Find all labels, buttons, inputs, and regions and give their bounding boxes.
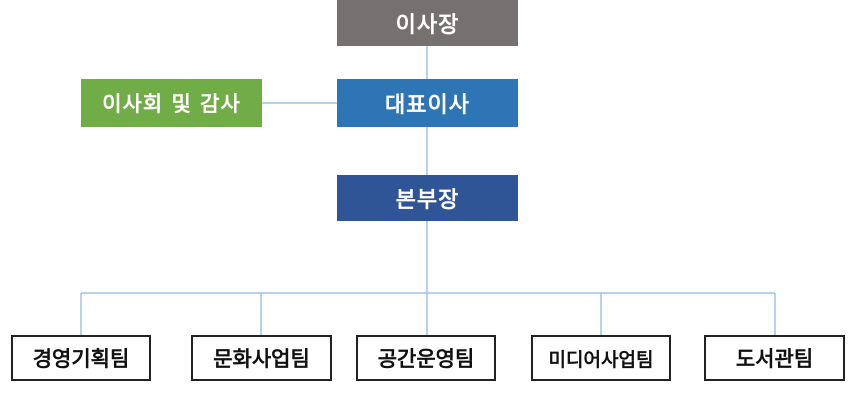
chairman-label: 이사장 [395,13,460,38]
team-box-planning: 경영기획팀 [11,335,151,381]
director-label: 본부장 [395,188,460,213]
team-box-media: 미디어사업팀 [531,335,671,381]
team-box-library: 도서관팀 [704,335,845,381]
team-label: 문화사업팀 [213,347,310,371]
board-audit-label: 이사회 및 감사 [102,92,241,116]
team-label: 미디어사업팀 [548,348,654,371]
team-box-culture: 문화사업팀 [191,335,332,381]
team-label: 도서관팀 [735,347,814,371]
director-box: 본부장 [337,175,518,221]
ceo-label: 대표이사 [385,93,470,118]
team-label: 공간운영팀 [377,347,475,371]
board-audit-box: 이사회 및 감사 [81,79,262,127]
team-box-space: 공간운영팀 [356,335,496,381]
ceo-box: 대표이사 [337,79,518,127]
team-label: 경영기획팀 [32,347,130,371]
chairman-box: 이사장 [337,0,518,46]
